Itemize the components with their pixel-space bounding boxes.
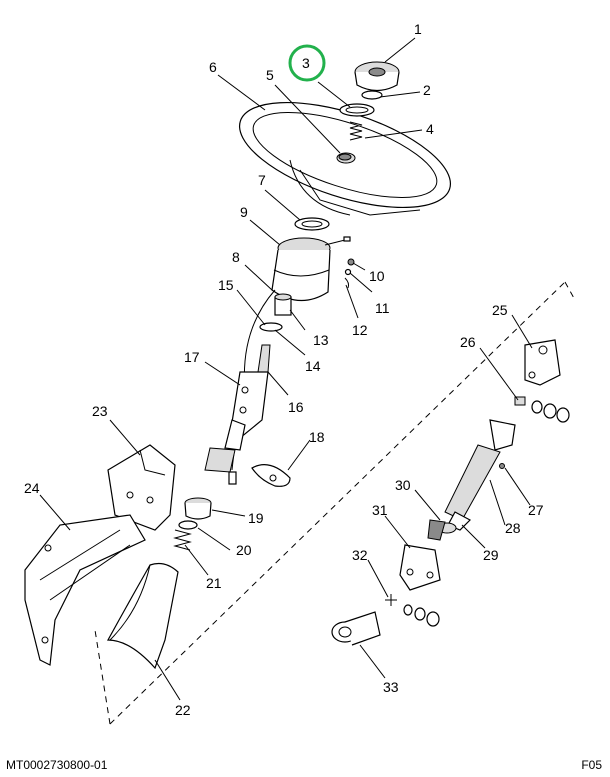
- callout-7: 7: [258, 172, 266, 188]
- callout-1: 1: [414, 21, 422, 37]
- snap-ring[interactable]: [259, 322, 283, 332]
- page-code: F05: [581, 758, 602, 772]
- callout-10: 10: [369, 268, 385, 284]
- callout-22: 22: [175, 702, 191, 718]
- callout-14: 14: [305, 358, 321, 374]
- callout-15: 15: [218, 277, 234, 293]
- callout-12: 12: [352, 322, 368, 338]
- column-shield[interactable]: [106, 562, 179, 670]
- boot-ring[interactable]: [184, 497, 212, 520]
- callout-31: 31: [372, 502, 388, 518]
- screw[interactable]: [347, 258, 355, 266]
- gasket[interactable]: [294, 217, 330, 231]
- callout-6: 6: [209, 59, 217, 75]
- callout-24: 24: [24, 480, 40, 496]
- lower-yoke[interactable]: [399, 544, 441, 591]
- callout-32: 32: [352, 547, 368, 563]
- callout-19: 19: [248, 510, 264, 526]
- callout-29: 29: [483, 547, 499, 563]
- callout-16: 16: [288, 399, 304, 415]
- column-shroud[interactable]: [271, 236, 351, 302]
- callout-27: 27: [528, 502, 544, 518]
- nut[interactable]: [338, 153, 352, 161]
- bearing[interactable]: [274, 293, 292, 316]
- highlight-circle: [288, 44, 326, 82]
- steering-column[interactable]: [204, 344, 271, 485]
- callout-5: 5: [266, 67, 274, 83]
- callout-26: 26: [460, 334, 476, 350]
- callout-28: 28: [505, 520, 521, 536]
- boot[interactable]: [173, 529, 192, 551]
- column-clamp[interactable]: [251, 464, 291, 487]
- washer[interactable]: [344, 268, 352, 276]
- callout-11: 11: [375, 300, 390, 316]
- callout-25: 25: [492, 302, 508, 318]
- callout-8: 8: [232, 249, 240, 265]
- seal[interactable]: [178, 520, 198, 530]
- callout-17: 17: [184, 349, 200, 365]
- dashed-assembly-lines: [94, 281, 576, 725]
- steering-gear-yoke[interactable]: [331, 611, 381, 646]
- drawing-number: MT0002730800-01: [6, 758, 108, 772]
- clip[interactable]: [344, 277, 350, 289]
- callout-33: 33: [383, 679, 399, 695]
- callout-18: 18: [309, 429, 325, 445]
- contact-ring[interactable]: [339, 103, 375, 117]
- intermediate-shaft[interactable]: [444, 419, 516, 531]
- callout-2: 2: [423, 82, 431, 98]
- callout-labels: 1 2 3 4 5 6 7 8 9 10 11 12 13 14 15 16 1…: [24, 21, 544, 718]
- callout-9: 9: [240, 204, 248, 220]
- callout-3: 3: [302, 55, 310, 71]
- callout-13: 13: [313, 332, 329, 348]
- upper-bracket[interactable]: [107, 444, 176, 531]
- leader-lines: [39, 37, 533, 701]
- lower-bracket[interactable]: [24, 514, 146, 666]
- horn-button[interactable]: [354, 61, 400, 92]
- callout-20: 20: [236, 542, 252, 558]
- slip-yoke[interactable]: [427, 519, 446, 541]
- callout-30: 30: [395, 477, 411, 493]
- bearing-cup-set[interactable]: [514, 396, 570, 423]
- callout-23: 23: [92, 403, 108, 419]
- spring[interactable]: [349, 121, 363, 141]
- universal-joint-cross[interactable]: [385, 594, 440, 627]
- retainer-ring[interactable]: [361, 90, 383, 100]
- callout-4: 4: [426, 121, 434, 137]
- yoke[interactable]: [524, 339, 561, 386]
- callout-21: 21: [206, 575, 222, 591]
- grease-fitting[interactable]: [499, 463, 505, 469]
